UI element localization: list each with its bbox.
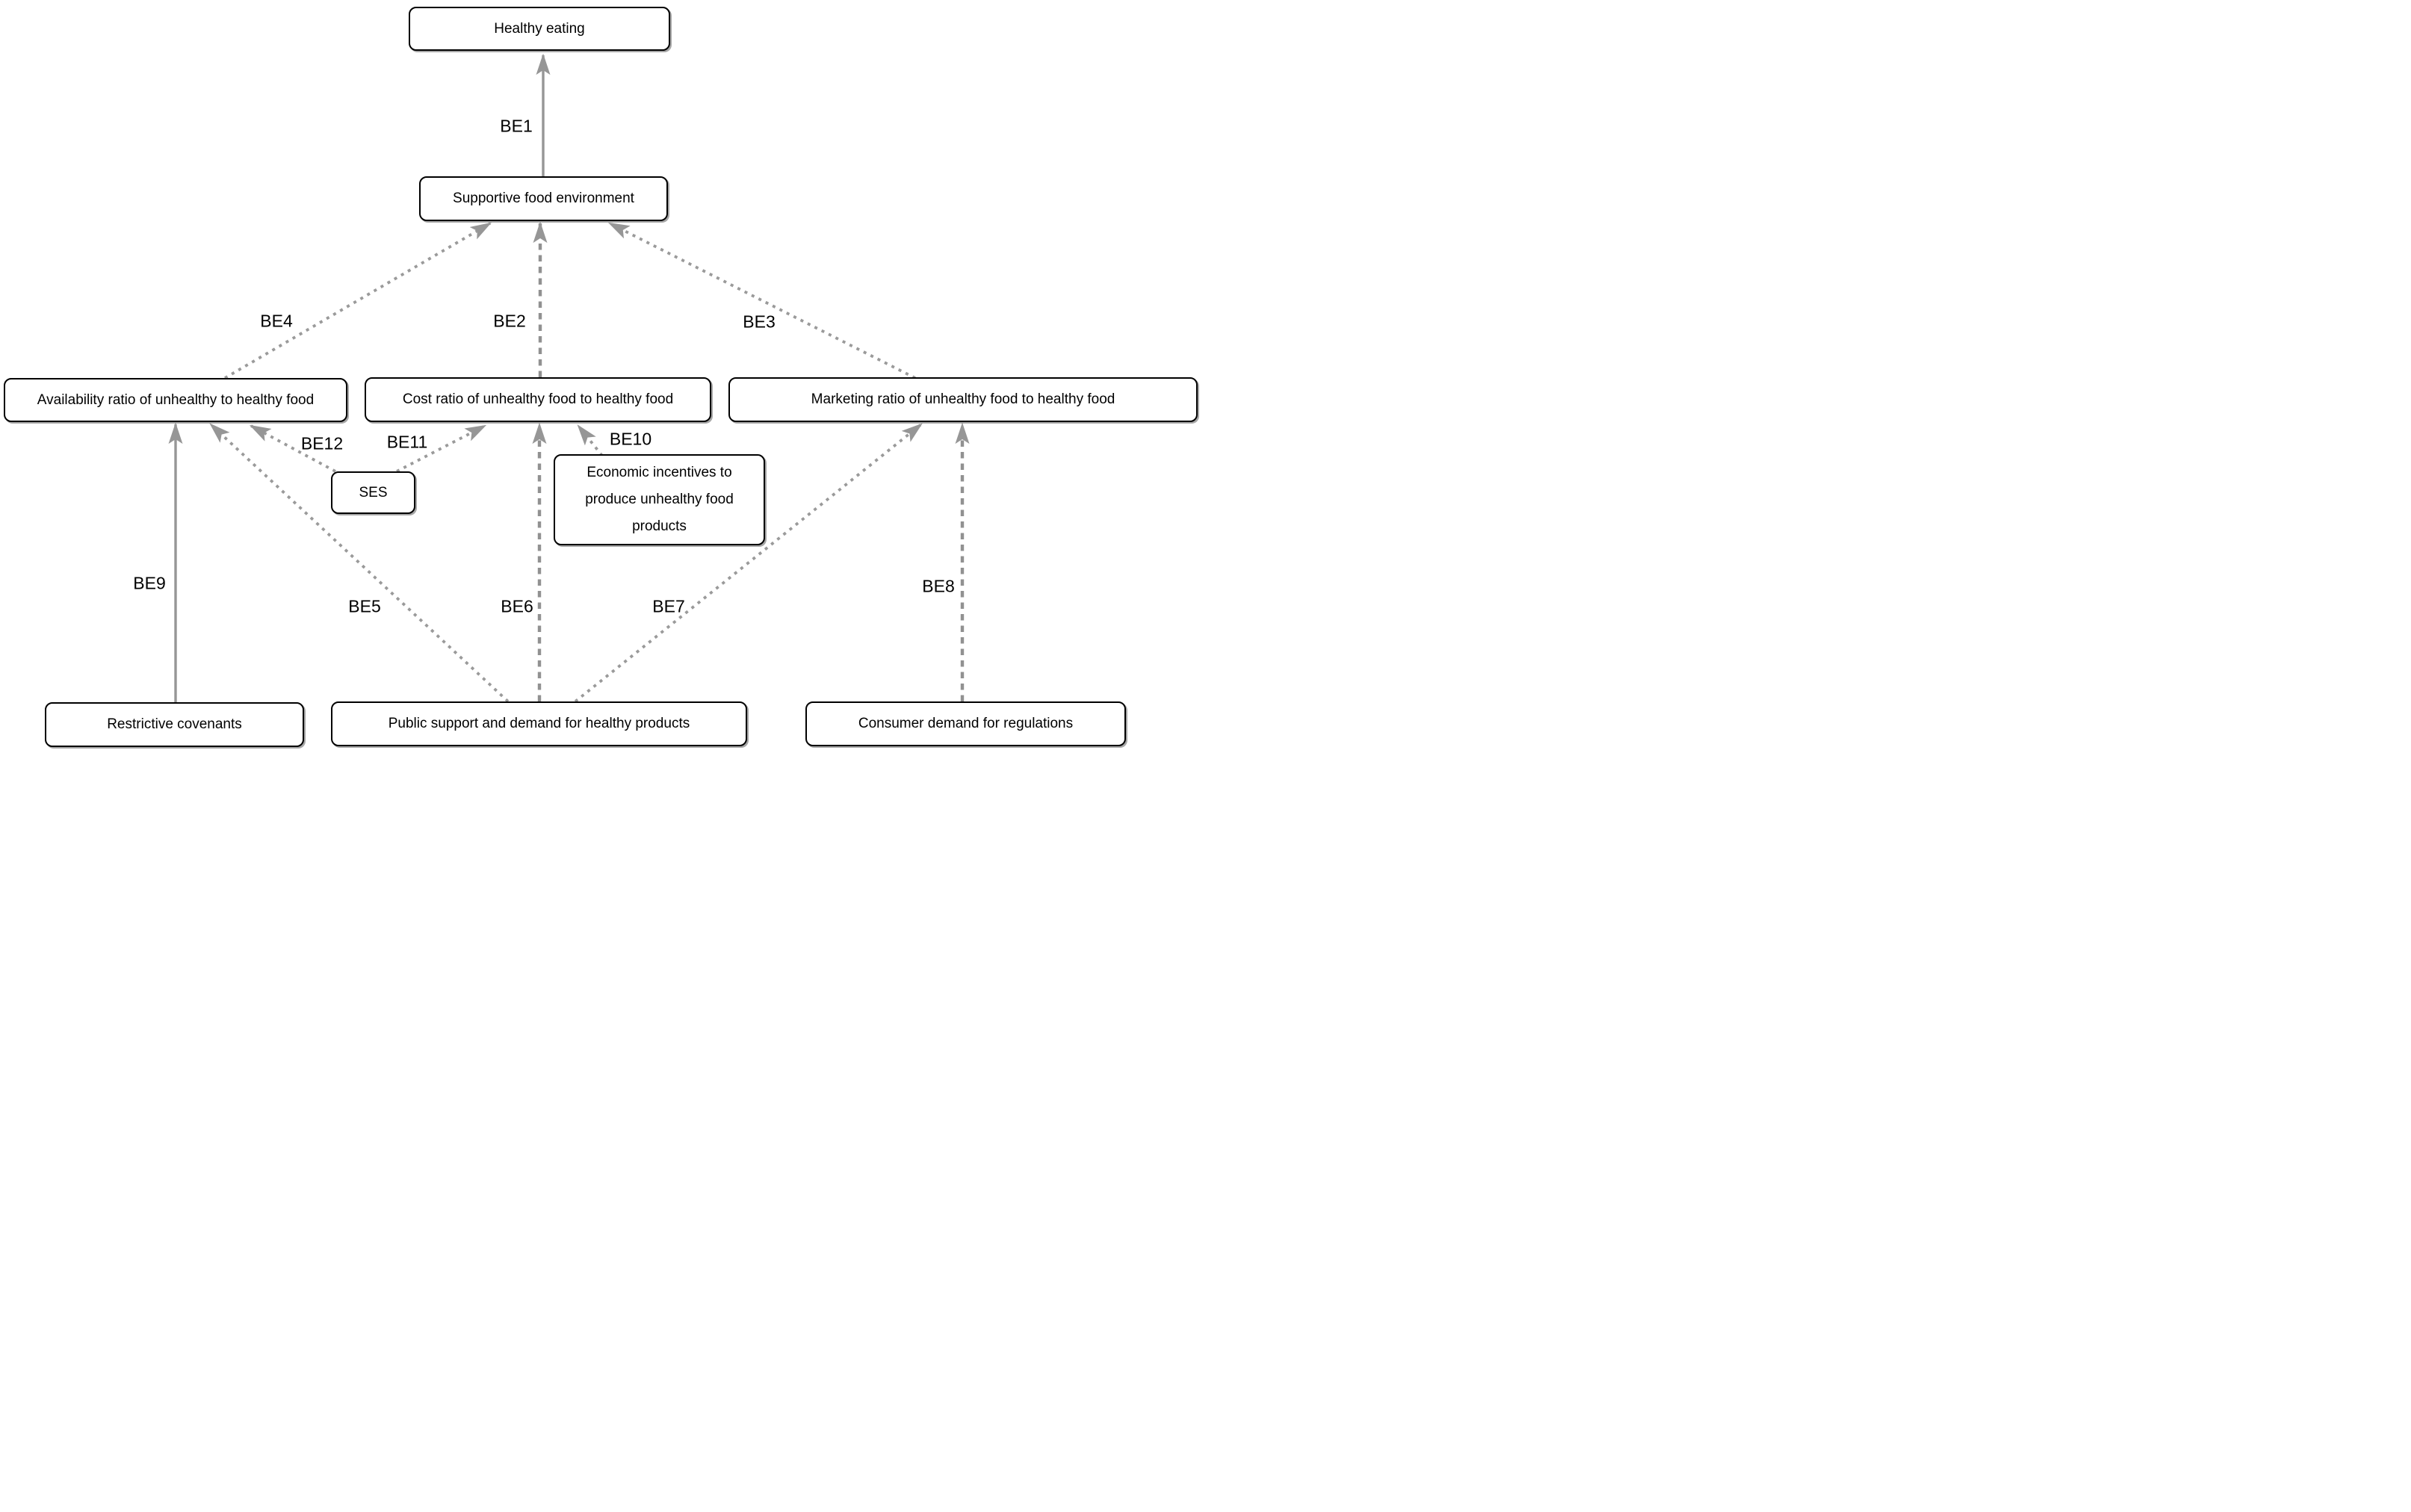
edge-be11-arrow bbox=[396, 424, 487, 473]
edge-label-be2: BE2 bbox=[493, 311, 526, 331]
edge-be12-arrow bbox=[249, 424, 336, 473]
edge-label-be5: BE5 bbox=[348, 596, 381, 616]
node-consumer-demand: Consumer demand for regulations bbox=[805, 701, 1126, 746]
edge-be5-arrow bbox=[209, 423, 510, 703]
node-economic-incentives: Economic incentives to produce unhealthy… bbox=[554, 454, 765, 545]
node-supportive-food-environment: Supportive food environment bbox=[419, 176, 668, 221]
node-cost-ratio: Cost ratio of unhealthy food to healthy … bbox=[365, 377, 711, 422]
edge-label-be1: BE1 bbox=[500, 116, 533, 136]
edge-label-be10: BE10 bbox=[609, 429, 652, 449]
edge-label-be6: BE6 bbox=[501, 596, 533, 616]
edges-layer bbox=[168, 53, 970, 703]
edge-label-be9: BE9 bbox=[133, 573, 166, 593]
edge-label-be4: BE4 bbox=[260, 311, 293, 331]
node-public-support: Public support and demand for healthy pr… bbox=[331, 701, 747, 746]
diagram-canvas: Healthy eating Supportive food environme… bbox=[0, 0, 1206, 756]
edge-label-be12: BE12 bbox=[300, 433, 344, 453]
edge-be4-arrow bbox=[224, 222, 492, 379]
edge-be10-arrow bbox=[577, 424, 604, 457]
edge-label-be3: BE3 bbox=[743, 312, 776, 332]
edge-label-be11: BE11 bbox=[386, 432, 428, 452]
edge-be7-arrow bbox=[574, 423, 923, 703]
node-availability-ratio: Availability ratio of unhealthy to healt… bbox=[4, 378, 347, 422]
edge-be3-arrow bbox=[607, 222, 916, 379]
node-healthy-eating: Healthy eating bbox=[409, 7, 670, 51]
edge-label-be7: BE7 bbox=[652, 596, 685, 616]
node-ses: SES bbox=[331, 471, 415, 514]
node-marketing-ratio: Marketing ratio of unhealthy food to hea… bbox=[728, 377, 1198, 422]
node-restrictive-covenants: Restrictive covenants bbox=[45, 702, 304, 747]
edge-label-be8: BE8 bbox=[922, 576, 955, 596]
